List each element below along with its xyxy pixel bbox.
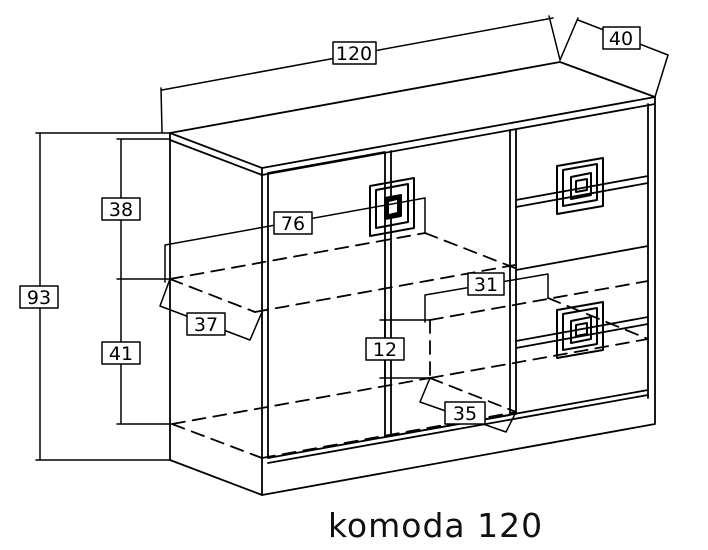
- depth-label-text: 40: [609, 28, 633, 50]
- drawer-depth-label-text: 35: [453, 403, 477, 425]
- drawer-height-label: 12: [365, 337, 405, 361]
- drawer-interior-depth: [429, 377, 517, 413]
- lower-section-label: 41: [101, 341, 141, 365]
- shelf-upper-right: [424, 232, 516, 269]
- drawer-1-handle: [556, 157, 604, 215]
- left-side-panel: [169, 132, 263, 496]
- drawer-interior-top: [429, 280, 649, 321]
- shelf-depth-label: 37: [186, 312, 226, 336]
- section-dim-line: [116, 138, 171, 425]
- dimension-lines: [35, 15, 669, 461]
- upper-section-label-text: 38: [109, 199, 133, 221]
- shelf-width-label: 76: [273, 211, 313, 235]
- lower-section-label-text: 41: [109, 343, 133, 365]
- dimension-labels: 120 40 93 38 41 76 37 31: [19, 26, 641, 425]
- drawer-height-label-text: 12: [373, 339, 397, 361]
- hidden-interior-lines: [169, 232, 649, 459]
- bottom-left: [171, 423, 263, 459]
- drawer-2-handle: [556, 301, 604, 359]
- shelf-upper-front: [169, 232, 426, 280]
- upper-section-label: 38: [101, 197, 141, 221]
- height-label-text: 93: [27, 287, 51, 309]
- drawer-2-divider-b: [515, 316, 649, 349]
- drawer-depth-label: 35: [444, 401, 486, 425]
- cabinet-body: [169, 61, 656, 496]
- right-door: [390, 129, 511, 437]
- shelf-depth-label-text: 37: [194, 314, 218, 336]
- width-label: 120: [332, 41, 377, 65]
- shelf-width-label-text: 76: [281, 213, 305, 235]
- drawer-2-divider: [515, 245, 649, 271]
- width-dim-line: [160, 15, 561, 133]
- shelf-upper-left: [169, 278, 256, 313]
- right-edge: [261, 96, 656, 496]
- left-door: [267, 151, 386, 459]
- drawer-interior-front: [429, 338, 649, 379]
- drawer-width-label-text: 31: [474, 274, 498, 296]
- bottom-front: [171, 377, 431, 425]
- drawer-1-divider: [515, 175, 649, 208]
- top-panel-front-edge: [169, 103, 656, 176]
- drawer-interior-right-depth: [547, 297, 649, 340]
- depth-label: 40: [602, 26, 641, 50]
- plinth-top: [267, 394, 649, 464]
- height-label: 93: [19, 285, 59, 309]
- top-panel: [169, 61, 656, 169]
- drawer-width-label: 31: [467, 272, 505, 296]
- caption: komoda 120: [328, 506, 544, 545]
- width-label-text: 120: [336, 43, 372, 65]
